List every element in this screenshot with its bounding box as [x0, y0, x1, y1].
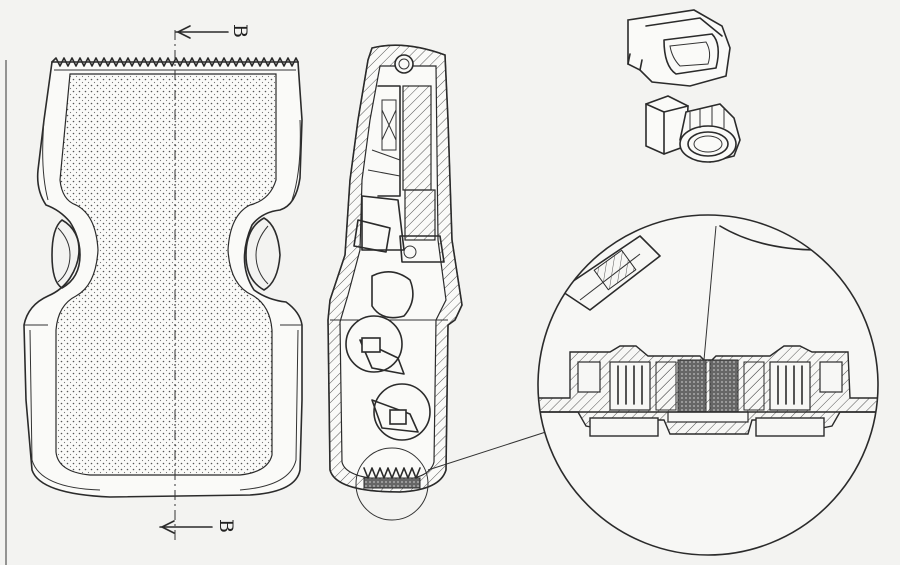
exploded-parts	[627, 9, 741, 163]
grip-side-view: B B	[23, 24, 303, 540]
internal-block-upper	[402, 85, 432, 191]
grip-serrated-top	[51, 57, 299, 67]
detail-core-right	[709, 359, 739, 415]
grip-right-recess	[245, 217, 281, 291]
grip-left-recess	[51, 219, 81, 289]
detail-core-left	[677, 359, 707, 415]
lanyard-hole	[394, 54, 414, 74]
section-label-top: B	[229, 24, 251, 38]
grip-textured-core	[55, 73, 277, 476]
detail-center-line	[703, 225, 717, 361]
grip-cross-section	[327, 44, 553, 521]
detail-view	[537, 214, 879, 556]
internal-part-mid	[371, 271, 414, 319]
detail-leader-line	[427, 429, 553, 471]
part-bracket	[627, 9, 731, 87]
section-label-bottom: B	[215, 519, 237, 533]
detail-circle-marker	[355, 447, 429, 521]
